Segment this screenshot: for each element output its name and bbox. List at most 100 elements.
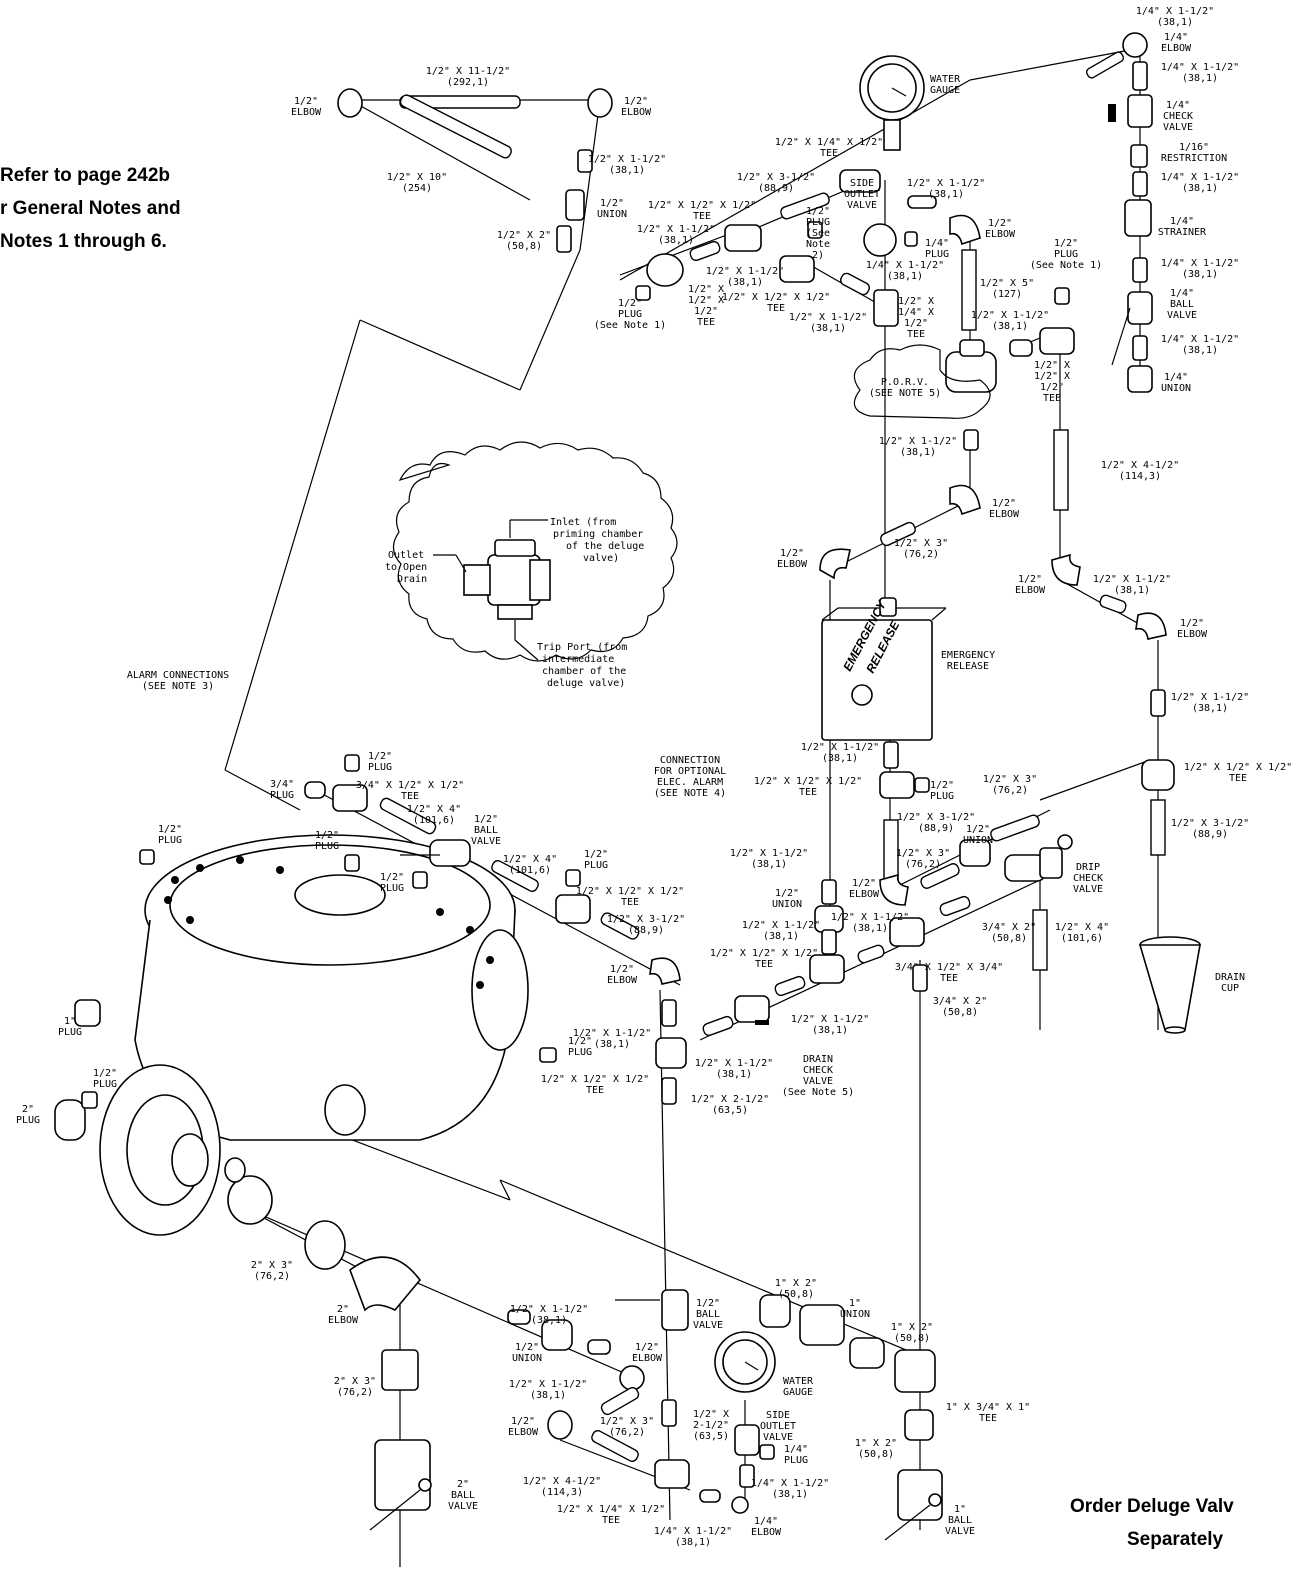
label-tee-vertical-line: 1/2" X [688, 295, 724, 306]
label-elbow-left-er-line: ELBOW [777, 559, 808, 570]
label-nipple-15-mid2-line: 1/2" X 1-1/2" [789, 312, 867, 323]
label-plug-mid1-line: 1/2" [315, 830, 339, 841]
label-side-outlet-top-line: OUTLET [844, 189, 880, 200]
label-drip-check-line: VALVE [1073, 884, 1103, 895]
label-ball-valve-e-line: BALL [696, 1309, 720, 1320]
label-tee-e-line: 1/2" X 1/4" X 1/2" [557, 1504, 665, 1515]
label-nipple-1x2-a-line: 1" X 2" [775, 1278, 817, 1289]
label-tee-34-line: TEE [401, 791, 419, 802]
label-nipple-15-er-line: (38,1) [822, 753, 858, 764]
label-tee-34-main: 3/4" X 1/2" X 3/4"TEE [895, 962, 1003, 984]
label-tee-c-line: TEE [755, 959, 773, 970]
label-nipple-q1: 1/4" X 1-1/2"(38,1) [1161, 62, 1239, 84]
label-plug-note1-right: 1/2"PLUG(See Note 1) [1030, 238, 1102, 271]
label-nipple-15-e2: 1/2" X 1-1/2"(38,1) [509, 1379, 587, 1401]
label-ball-valve-a-line: BALL [474, 825, 498, 836]
callout-cloud: Inlet (from priming chamber of the delug… [385, 441, 678, 689]
order-note-line-2: Separately [1127, 1529, 1224, 1550]
label-nipple-15-left-line: (38,1) [658, 235, 694, 246]
label-nipple-2-line: 1/2" X 2" [497, 230, 551, 241]
label-alarm-connections-line: ALARM CONNECTIONS [127, 670, 229, 681]
label-tee-d-line: 1/2" X 1/2" X 1/2" [541, 1074, 649, 1085]
label-union-er-line: UNION [963, 835, 993, 846]
label-nipple-3-er2-line: (76,2) [905, 859, 941, 870]
label-union-q-line: 1/4" [1164, 372, 1188, 383]
label-tee-vertical-line: 1/2" X [688, 284, 724, 295]
label-nipple-q4-line: (38,1) [1182, 345, 1218, 356]
label-check-valve-q-line: CHECK [1163, 111, 1193, 122]
label-nipple-45-e-line: 1/2" X 4-1/2" [523, 1476, 601, 1487]
label-ball-valve-2-line: BALL [451, 1490, 475, 1501]
label-nipple-15-e-line: 1/2" X 1-1/2" [510, 1304, 588, 1315]
label-nipple-4-b-line: (101,6) [509, 865, 551, 876]
refer-note-line-1: Refer to page 242b [0, 165, 170, 186]
label-nipple-q-e-line: (38,1) [772, 1489, 808, 1500]
label-plug-note1-right-line: (See Note 1) [1030, 260, 1102, 271]
label-tee-vertical-line: 1/2" [694, 306, 718, 317]
label-side-outlet-top-line: SIDE [850, 178, 874, 189]
label-nipple-3-er-line: 1/2" X 3" [983, 774, 1037, 785]
label-union-1-line: UNION [840, 1309, 870, 1320]
label-plug-b: 1/2"PLUG [584, 849, 608, 871]
label-tee-r2-line: 1/2" X 1/2" X 1/2" [1184, 762, 1292, 773]
label-plug-note1-left-line: (See Note 1) [594, 320, 666, 331]
label-plug-left-top: 1/2"PLUG [158, 824, 182, 846]
label-union-c-line: 1/2" [775, 888, 799, 899]
label-plug-mid1-line: PLUG [315, 841, 339, 852]
label-union-1: 1"UNION [840, 1298, 870, 1320]
label-nipple-35-top: 1/2" X 3-1/2"(88,9) [737, 172, 815, 194]
label-nipple-4-drip-line: (101,6) [1061, 933, 1103, 944]
label-plug-34: 3/4"PLUG [270, 779, 294, 801]
label-nipple-15-mid-line: (38,1) [727, 277, 763, 288]
label-plug-note1-left: 1/2"PLUG(See Note 1) [594, 298, 666, 331]
label-nipple-25-e-line: (63,5) [693, 1431, 729, 1442]
label-nipple-15-porv-line: 1/2" X 1-1/2" [971, 310, 1049, 321]
label-plug-quarter-bottom-line: PLUG [784, 1455, 808, 1466]
order-note-line-1: Order Deluge Valv [1070, 1496, 1234, 1517]
label-nipple-3-er-line: (76,2) [992, 785, 1028, 796]
label-nipple-15-e-line: (38,1) [531, 1315, 567, 1326]
label-nipple-q2: 1/4" X 1-1/2"(38,1) [1161, 172, 1239, 194]
label-plug-half-e: 1/2"PLUG [93, 1068, 117, 1090]
callout-outlet-line-1: to Open [385, 562, 427, 573]
label-connection-elec-line: (SEE NOTE 4) [654, 788, 726, 799]
label-porv: P.O.R.V.(SEE NOTE 5) [869, 377, 941, 399]
label-nipple-34-2a-line: 3/4" X 2" [982, 922, 1036, 933]
label-nipple-15-d2: 1/2" X 1-1/2"(38,1) [791, 1014, 869, 1036]
label-elbow-right-mid: 1/2"ELBOW [1015, 574, 1046, 596]
label-plug-2-line: 2" [22, 1104, 34, 1115]
label-elbow-q-e: 1/4"ELBOW [751, 1516, 782, 1538]
deluge-valve-body [54, 834, 557, 1236]
label-nipple-14-15: 1/4" X 1-1/2"(38,1) [866, 260, 944, 282]
label-nipple-15-right: 1/2" X 1-1/2"(38,1) [907, 178, 985, 200]
label-elbow-e: 1/2"ELBOW [632, 1342, 663, 1364]
label-nipple-34-2b-line: 3/4" X 2" [933, 996, 987, 1007]
label-nipple-15-c2-line: (38,1) [852, 923, 888, 934]
label-tee-1-line: TEE [979, 1413, 997, 1424]
label-nipple-15-e2-line: 1/2" X 1-1/2" [509, 1379, 587, 1390]
label-check-valve-q-line: VALVE [1163, 122, 1193, 133]
label-ball-valve-a-line: 1/2" [474, 814, 498, 825]
callout-trip-line-3: deluge valve) [547, 678, 625, 689]
label-nipple-15-e: 1/2" X 1-1/2"(38,1) [510, 1304, 588, 1326]
label-nipple-10-line: (254) [402, 183, 432, 194]
label-nipple-1x2-b-line: 1" X 2" [891, 1322, 933, 1333]
label-nipple-35-r-line: (88,9) [1192, 829, 1228, 840]
label-nipple-15-d: 1/2" X 1-1/2"(38,1) [573, 1028, 651, 1050]
label-elbow-tr-line: 1/2" [624, 96, 648, 107]
label-union-q: 1/4"UNION [1161, 372, 1191, 394]
label-tee-mid-line: 1/2" X 1/2" X 1/2" [722, 292, 830, 303]
label-nipple-a1-line: (38,1) [609, 165, 645, 176]
label-nipple-15-porv: 1/2" X 1-1/2"(38,1) [971, 310, 1049, 332]
label-elbow-right-mid-line: ELBOW [1015, 585, 1046, 596]
label-tee-mid-line: TEE [767, 303, 785, 314]
label-nipple-1x2-c-line: (50,8) [858, 1449, 894, 1460]
label-nipple-35-top-line: 1/2" X 3-1/2" [737, 172, 815, 183]
label-side-outlet-top-line: VALVE [847, 200, 877, 211]
label-plug-half-d-line: 1/2" [568, 1036, 592, 1047]
label-nipple-15-d3: 1/2" X 1-1/2"(38,1) [695, 1058, 773, 1080]
